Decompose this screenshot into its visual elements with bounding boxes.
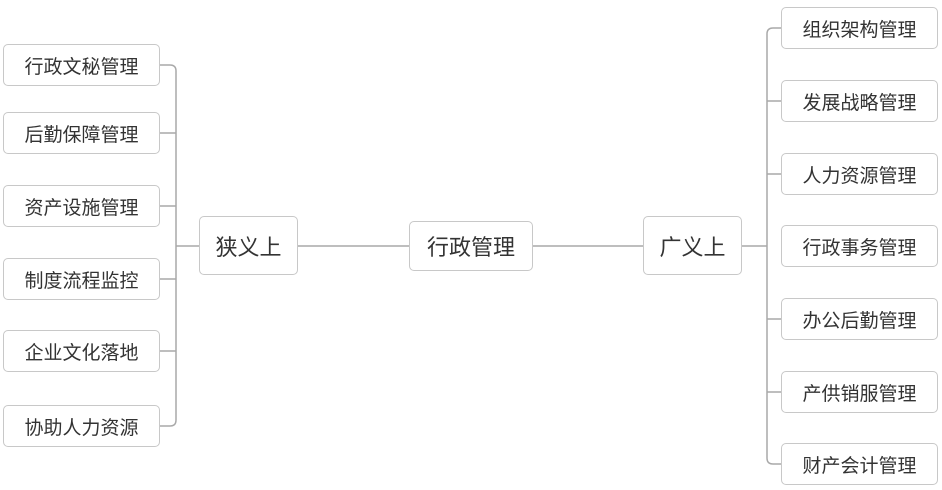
narrow-leaf[interactable]: 后勤保障管理 xyxy=(3,112,160,154)
leaf-label: 企业文化落地 xyxy=(24,341,139,364)
broad-leaf[interactable]: 财产会计管理 xyxy=(781,443,938,485)
broad-leaf[interactable]: 发展战略管理 xyxy=(781,80,938,122)
root-node[interactable]: 行政管理 xyxy=(409,221,533,271)
leaf-label: 发展战略管理 xyxy=(802,91,917,114)
broad-leaf[interactable]: 办公后勤管理 xyxy=(781,298,938,340)
leaf-label: 财产会计管理 xyxy=(802,454,917,477)
narrow-leaf[interactable]: 制度流程监控 xyxy=(3,258,160,300)
leaf-label: 资产设施管理 xyxy=(24,196,139,219)
narrow-leaf[interactable]: 行政文秘管理 xyxy=(3,44,160,86)
leaf-label: 后勤保障管理 xyxy=(24,123,139,146)
narrow-hub-label: 狭义上 xyxy=(215,235,282,261)
leaf-label: 人力资源管理 xyxy=(802,164,917,187)
leaf-label: 产供销服管理 xyxy=(802,382,917,405)
narrow-hub-node[interactable]: 狭义上 xyxy=(199,216,298,275)
narrow-bracket xyxy=(160,64,177,427)
root-label: 行政管理 xyxy=(426,236,515,261)
narrow-leaf[interactable]: 资产设施管理 xyxy=(3,185,160,227)
broad-leaf[interactable]: 组织架构管理 xyxy=(781,7,938,49)
broad-leaf[interactable]: 人力资源管理 xyxy=(781,153,938,195)
leaf-label: 行政事务管理 xyxy=(802,236,917,259)
leaf-label: 协助人力资源 xyxy=(24,416,139,439)
broad-hub-node[interactable]: 广义上 xyxy=(643,216,742,275)
broad-leaf[interactable]: 行政事务管理 xyxy=(781,225,938,267)
narrow-leaf[interactable]: 协助人力资源 xyxy=(3,405,160,447)
leaf-label: 办公后勤管理 xyxy=(802,309,917,332)
broad-bracket xyxy=(766,27,781,465)
broad-leaf[interactable]: 产供销服管理 xyxy=(781,371,938,413)
broad-hub-label: 广义上 xyxy=(659,235,726,261)
leaf-label: 组织架构管理 xyxy=(802,18,917,41)
leaf-label: 制度流程监控 xyxy=(24,269,139,292)
narrow-leaf[interactable]: 企业文化落地 xyxy=(3,330,160,372)
leaf-label: 行政文秘管理 xyxy=(24,55,139,78)
